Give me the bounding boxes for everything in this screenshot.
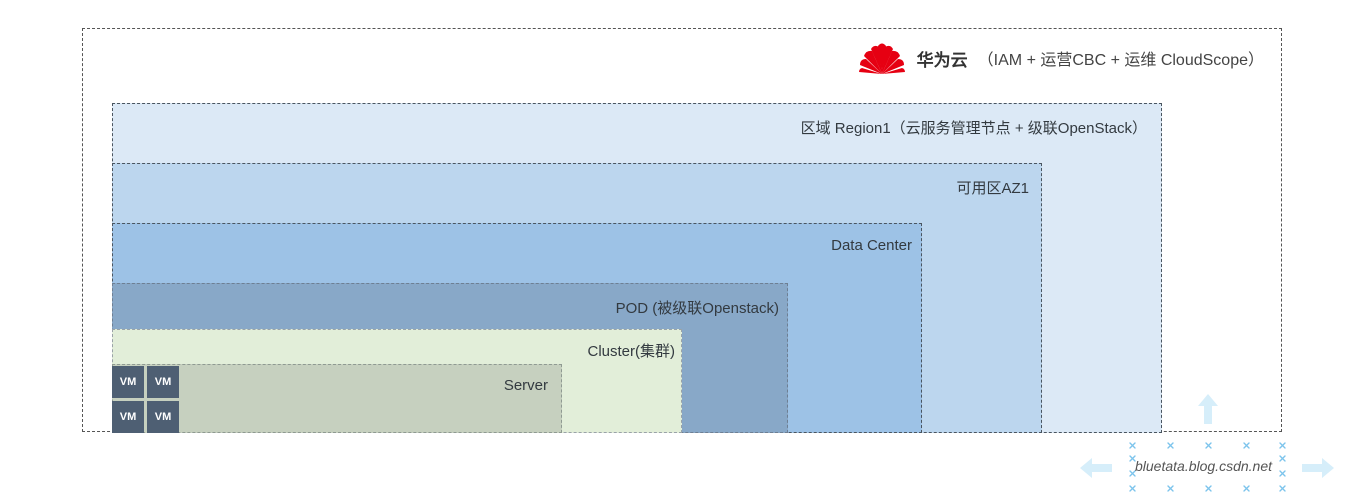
watermark: bluetata.blog.csdn.net (1080, 394, 1336, 498)
huawei-logo-icon (858, 43, 905, 74)
brand-name: 华为云 (916, 50, 968, 70)
brand-header: 华为云 （IAM + 运营CBC + 运维 CloudScope） (857, 40, 1264, 76)
server-label: Server (503, 377, 548, 394)
cluster-label: Cluster(集群) (587, 343, 675, 360)
vm-block: VM (147, 366, 179, 398)
vm-block: VM (112, 366, 144, 398)
region-label: 区域 Region1（云服务管理节点 + 级联OpenStack） (800, 120, 1147, 137)
watermark-text: bluetata.blog.csdn.net (1135, 458, 1272, 474)
server-box: Server (112, 364, 562, 433)
vm-block: VM (112, 401, 144, 433)
vm-block: VM (147, 401, 179, 433)
az-label: 可用区AZ1 (956, 180, 1029, 197)
data-center-label: Data Center (831, 237, 912, 254)
move-handle-icon (1080, 394, 1334, 492)
pod-label: POD (被级联Openstack) (615, 300, 779, 317)
brand-description: （IAM + 运营CBC + 运维 CloudScope） (977, 52, 1264, 69)
